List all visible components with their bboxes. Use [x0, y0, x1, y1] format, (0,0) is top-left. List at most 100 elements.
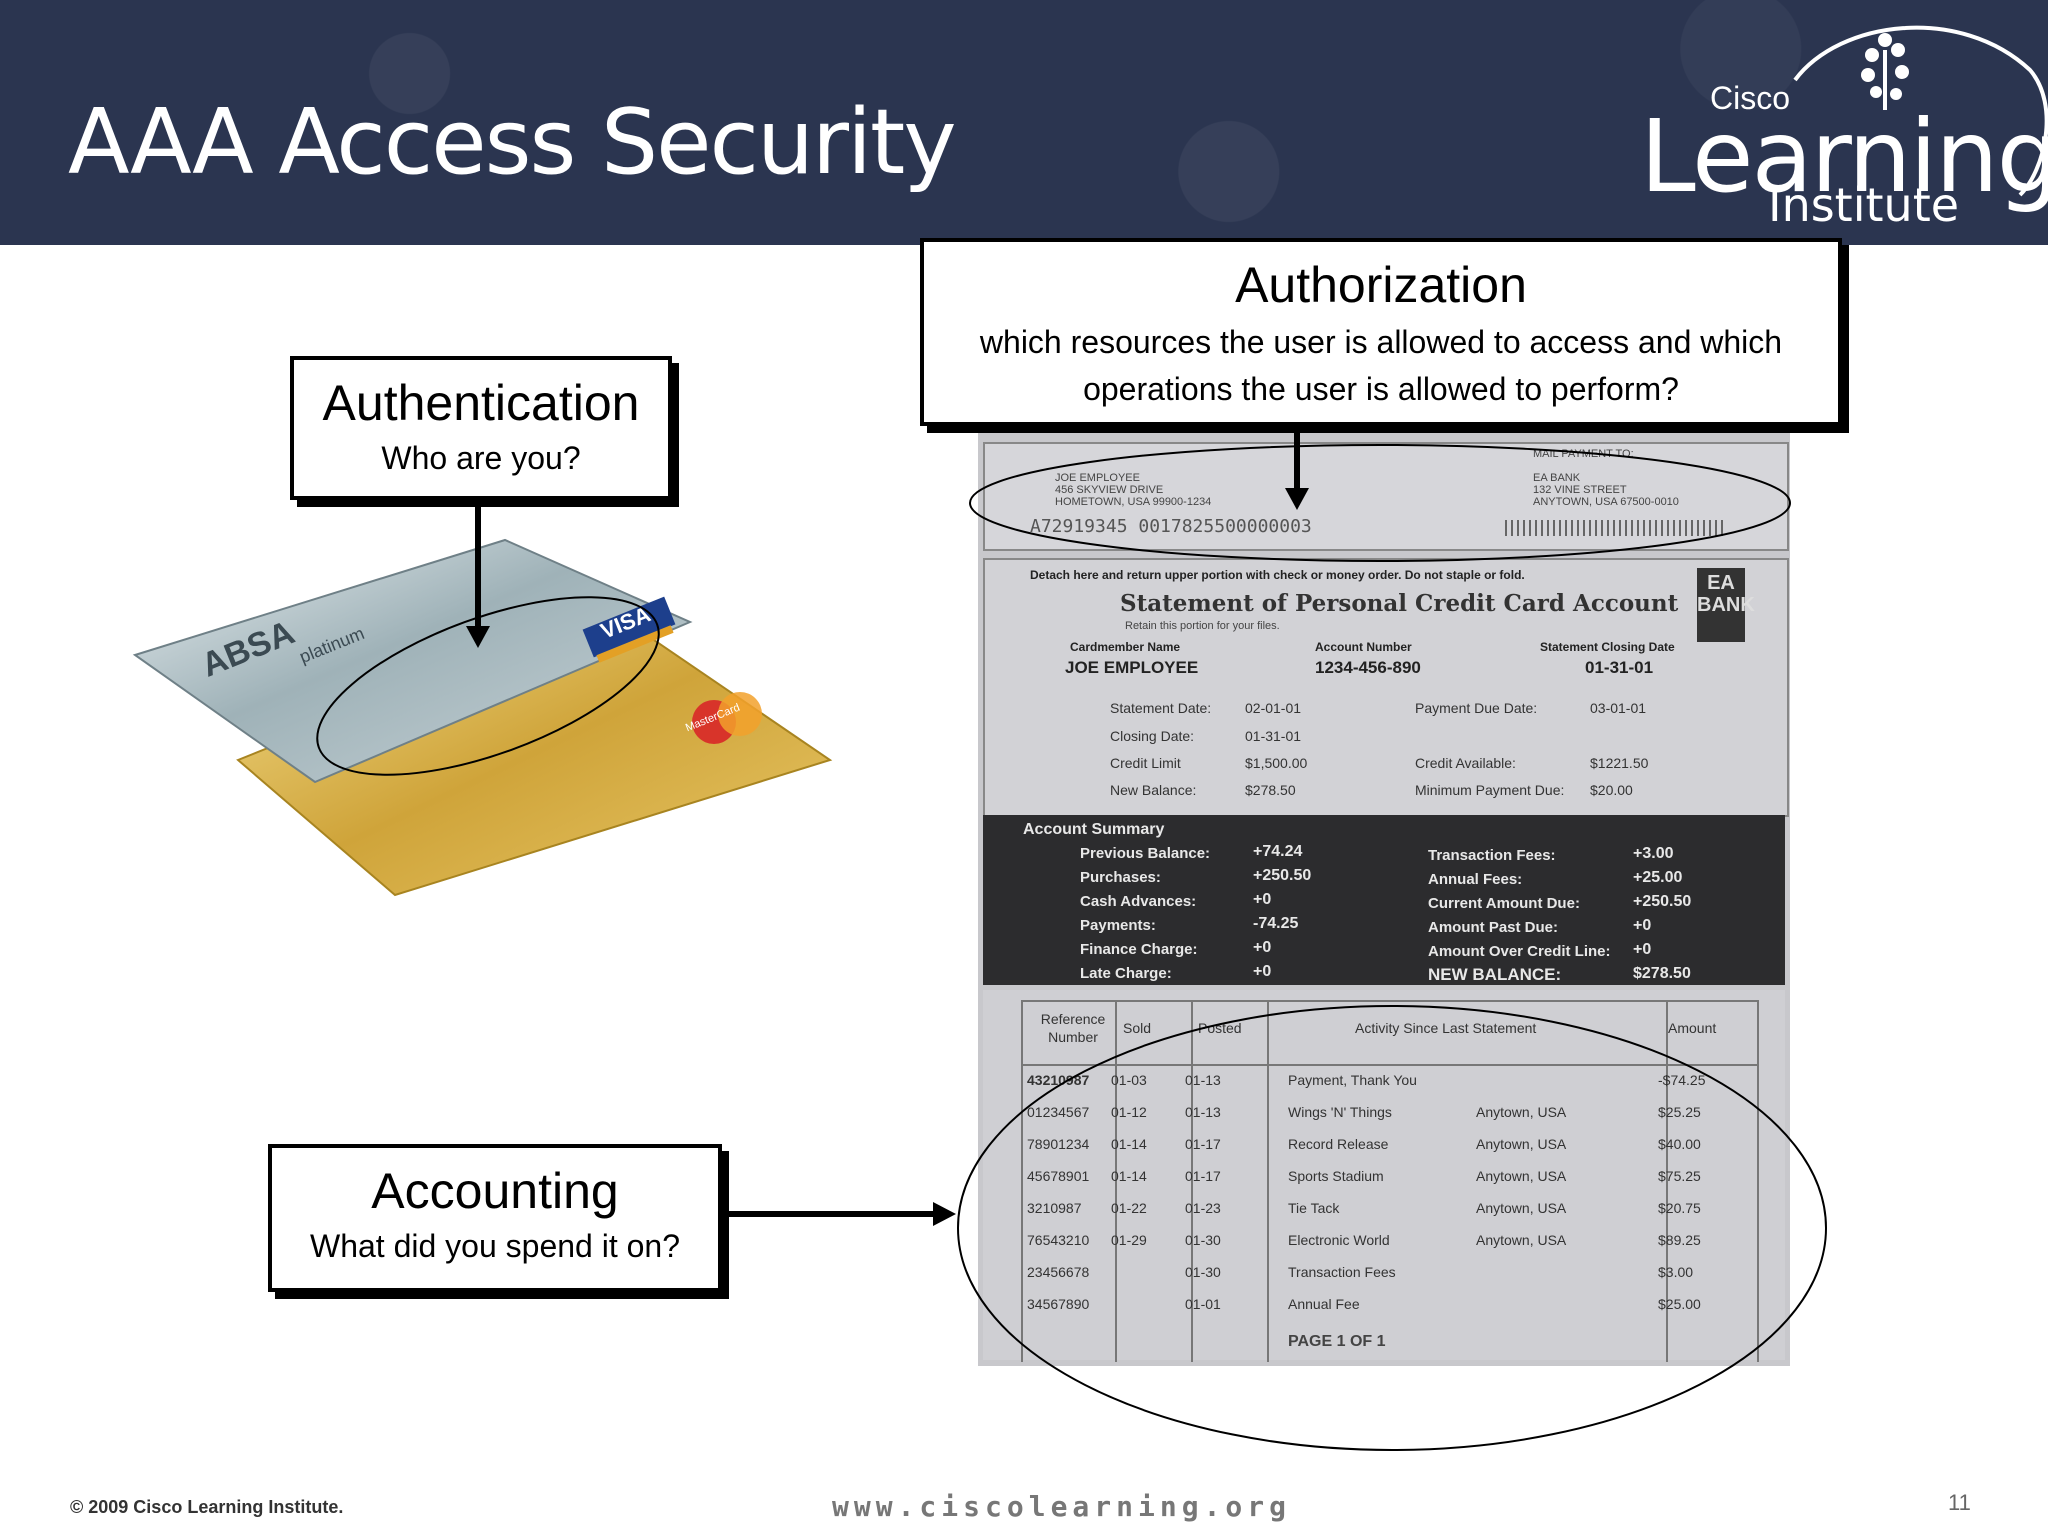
closing-date: 01-31-01: [1585, 658, 1654, 677]
retain-note: Retain this portion for your files.: [1125, 620, 1280, 632]
detail-label: Closing Date:: [1110, 728, 1195, 744]
cell-amount: $25.25: [1658, 1104, 1701, 1120]
detail-value: 02-01-01: [1245, 700, 1302, 716]
header-activity: Activity Since Last Statement: [1355, 1020, 1537, 1036]
cell-sold: 01-22: [1111, 1200, 1147, 1216]
mail-payment-to: MAIL PAYMENT TO:: [1533, 448, 1634, 460]
accounting-heading: Accounting: [371, 1163, 619, 1219]
summary-value: +250.50: [1253, 867, 1312, 884]
detail-label: New Balance:: [1110, 782, 1197, 798]
cell-sold: 01-14: [1111, 1168, 1147, 1184]
cell-description: Wings 'N' Things: [1288, 1104, 1392, 1120]
cell-posted: 01-17: [1185, 1136, 1221, 1152]
cell-description: Electronic World: [1288, 1232, 1390, 1248]
bank-city: ANYTOWN, USA 67500-0010: [1533, 496, 1679, 508]
detail-value: $1221.50: [1590, 755, 1649, 771]
statement-header-section: Detach here and return upper portion wit…: [983, 558, 1789, 817]
cell-amount: $3.00: [1658, 1264, 1694, 1280]
cell-description: Tie Tack: [1288, 1200, 1340, 1216]
summary-value: +0: [1633, 941, 1652, 958]
cell-amount: -$74.25: [1658, 1072, 1706, 1088]
remittance-section: MAIL PAYMENT TO: JOE EMPLOYEE 456 SKYVIE…: [983, 442, 1789, 551]
page-indicator: PAGE 1 OF 1: [1288, 1333, 1386, 1350]
account-number-label: Account Number: [1315, 640, 1412, 654]
detail-label: Payment Due Date:: [1415, 700, 1538, 716]
detach-instructions: Detach here and return upper portion wit…: [1030, 568, 1525, 582]
header-sold: Sold: [1123, 1020, 1152, 1036]
card-mastercard-label: MasterCard: [683, 701, 742, 735]
summary-value: +3.00: [1633, 845, 1674, 862]
cell-reference: 43210987: [1027, 1072, 1090, 1088]
cisco-learning-institute-logo: Cisco Learning Institute: [1640, 10, 2048, 240]
account-number: 1234-456-890: [1315, 658, 1421, 677]
cell-description: Record Release: [1288, 1136, 1389, 1152]
detail-label: Credit Limit: [1110, 755, 1181, 771]
cell-amount: $25.00: [1658, 1296, 1701, 1312]
summary-label: Payments:: [1080, 917, 1156, 934]
summary-label: Finance Charge:: [1080, 941, 1198, 958]
postal-barcode-icon: [1505, 520, 1725, 536]
cardmember-name: JOE EMPLOYEE: [1065, 658, 1199, 677]
cell-description: Annual Fee: [1288, 1296, 1360, 1312]
summary-label: Late Charge:: [1080, 965, 1172, 982]
authorization-heading: Authorization: [1235, 257, 1527, 313]
logo-cisco-text: Cisco: [1710, 80, 1791, 116]
summary-value: +0: [1633, 917, 1652, 934]
cell-reference: 23456678: [1027, 1264, 1090, 1280]
header-reference-number: Reference Number: [1040, 1011, 1106, 1045]
detail-value: $278.50: [1245, 782, 1296, 798]
summary-value: +0: [1253, 963, 1272, 980]
customer-street: 456 SKYVIEW DRIVE: [1055, 484, 1164, 496]
detail-value: 03-01-01: [1590, 700, 1647, 716]
detail-label: Credit Available:: [1415, 755, 1516, 771]
statement-title: Statement of Personal Credit Card Accoun…: [1120, 590, 1679, 617]
cell-location: Anytown, USA: [1476, 1232, 1567, 1248]
detail-value: $1,500.00: [1245, 755, 1308, 771]
cell-reference: 3210987: [1027, 1200, 1082, 1216]
slide-title: AAA Access Security: [68, 90, 957, 195]
cell-description: Payment, Thank You: [1288, 1072, 1417, 1088]
summary-label: Amount Over Credit Line:: [1428, 943, 1611, 960]
card-brand-absa: ABSA: [196, 613, 300, 685]
cardmember-label: Cardmember Name: [1070, 640, 1181, 654]
cell-reference: 45678901: [1027, 1168, 1090, 1184]
scan-line: A72919345 0017825500000003: [1030, 516, 1312, 537]
card-brand-platinum: platinum: [296, 623, 368, 668]
customer-name: JOE EMPLOYEE: [1055, 472, 1140, 484]
summary-value: +25.00: [1633, 869, 1683, 886]
ea-bank-logo: EA BANK: [1697, 568, 1755, 642]
arrow-right-icon: [933, 1202, 956, 1226]
authorization-question-line1: which resources the user is allowed to a…: [979, 324, 1783, 360]
summary-value: +0: [1253, 939, 1272, 956]
cell-sold: 01-12: [1111, 1104, 1147, 1120]
summary-value: +74.24: [1253, 843, 1303, 860]
cell-description: Sports Stadium: [1288, 1168, 1384, 1184]
header-posted: Posted: [1198, 1020, 1242, 1036]
card-number-highlight: [316, 596, 660, 776]
bank-street: 132 VINE STREET: [1533, 484, 1627, 496]
page-number: 11: [1948, 1490, 1971, 1515]
summary-value: $278.50: [1633, 965, 1691, 982]
detail-value: $20.00: [1590, 782, 1633, 798]
cell-sold: 01-03: [1111, 1072, 1147, 1088]
cell-reference: 01234567: [1027, 1104, 1090, 1120]
credit-card-statement: MAIL PAYMENT TO: JOE EMPLOYEE 456 SKYVIE…: [978, 430, 1790, 1366]
cell-description: Transaction Fees: [1288, 1264, 1396, 1280]
authentication-heading: Authentication: [322, 375, 640, 431]
card-visa-label: VISA: [597, 601, 654, 644]
column-divider: [1267, 1002, 1269, 1362]
summary-value: +0: [1253, 891, 1272, 908]
cell-posted: 01-23: [1185, 1200, 1221, 1216]
arrow-down-icon: [466, 626, 490, 648]
accounting-callout: Accounting What did you spend it on?: [268, 1144, 722, 1292]
detail-label: Statement Date:: [1110, 700, 1212, 716]
authentication-callout: Authentication Who are you?: [290, 356, 672, 500]
cell-location: Anytown, USA: [1476, 1136, 1567, 1152]
cell-location: Anytown, USA: [1476, 1104, 1567, 1120]
account-summary-section: Account Summary Previous Balance: +74.24…: [983, 815, 1785, 985]
logo-institute-text: Institute: [1768, 178, 1960, 232]
summary-value: -74.25: [1253, 915, 1299, 932]
cell-posted: 01-01: [1185, 1296, 1221, 1312]
cell-sold: 01-29: [1111, 1232, 1147, 1248]
cell-reference: 34567890: [1027, 1296, 1090, 1312]
